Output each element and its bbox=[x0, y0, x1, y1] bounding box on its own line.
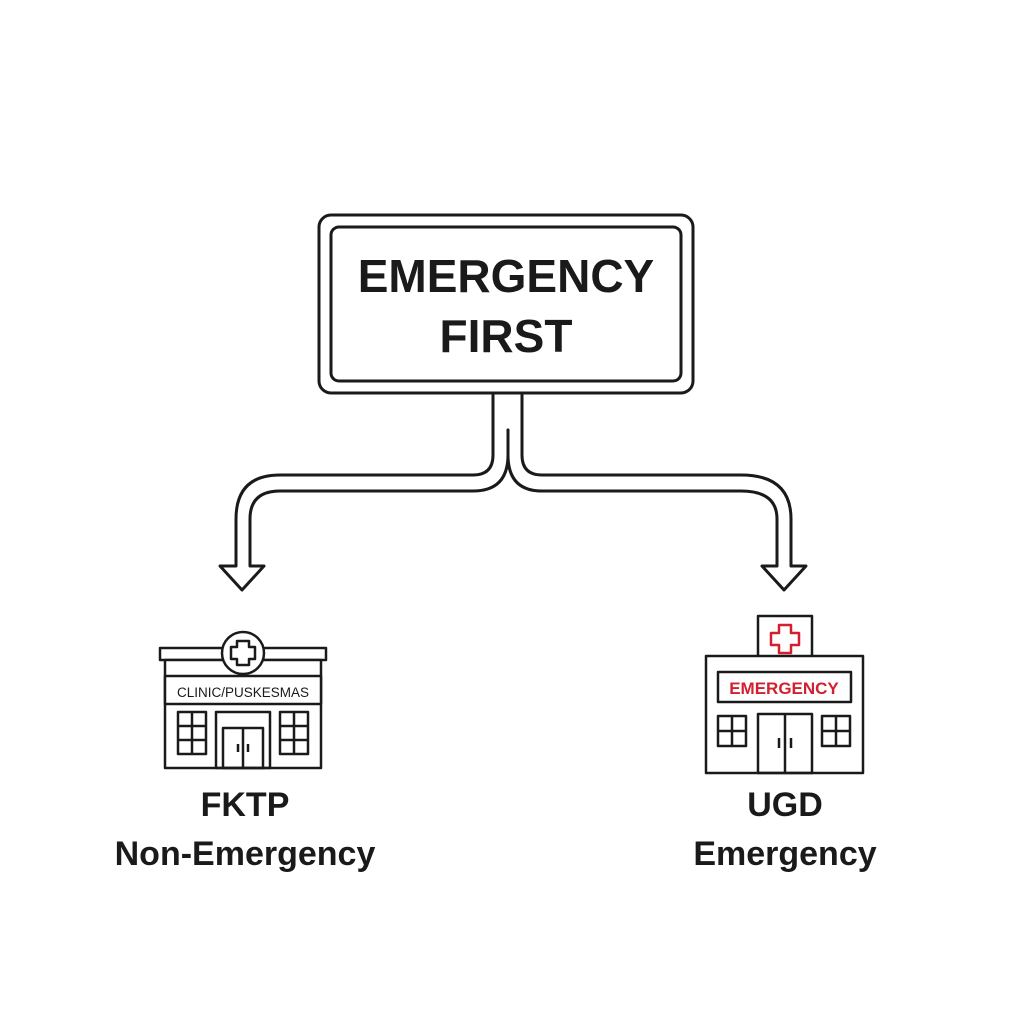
non-emergency-label: Non-Emergency bbox=[115, 835, 376, 873]
clinic-sign-text: CLINIC/PUSKESMAS bbox=[177, 685, 309, 700]
hospital-building-icon: EMERGENCY bbox=[704, 614, 865, 775]
window-icon bbox=[176, 710, 208, 756]
sign-title-line2: FIRST bbox=[440, 310, 573, 362]
emergency-label: Emergency bbox=[693, 835, 876, 873]
fktp-label: FKTP bbox=[201, 786, 290, 824]
medical-cross-icon bbox=[220, 630, 266, 676]
door-icon bbox=[214, 710, 272, 770]
door-icon bbox=[756, 712, 814, 775]
window-icon bbox=[820, 714, 852, 748]
emergency-first-sign: EMERGENCY FIRST bbox=[317, 213, 695, 395]
ugd-label: UGD bbox=[747, 786, 823, 824]
arrow-to-ugd bbox=[506, 393, 808, 592]
emergency-sign-text: EMERGENCY bbox=[729, 679, 839, 698]
arrow-to-fktp bbox=[218, 393, 510, 592]
window-icon bbox=[716, 714, 748, 748]
sign-title-line1: EMERGENCY bbox=[358, 250, 654, 302]
clinic-building-icon: CLINIC/PUSKESMAS bbox=[158, 630, 328, 770]
medical-cross-icon bbox=[769, 623, 801, 655]
window-icon bbox=[278, 710, 310, 756]
